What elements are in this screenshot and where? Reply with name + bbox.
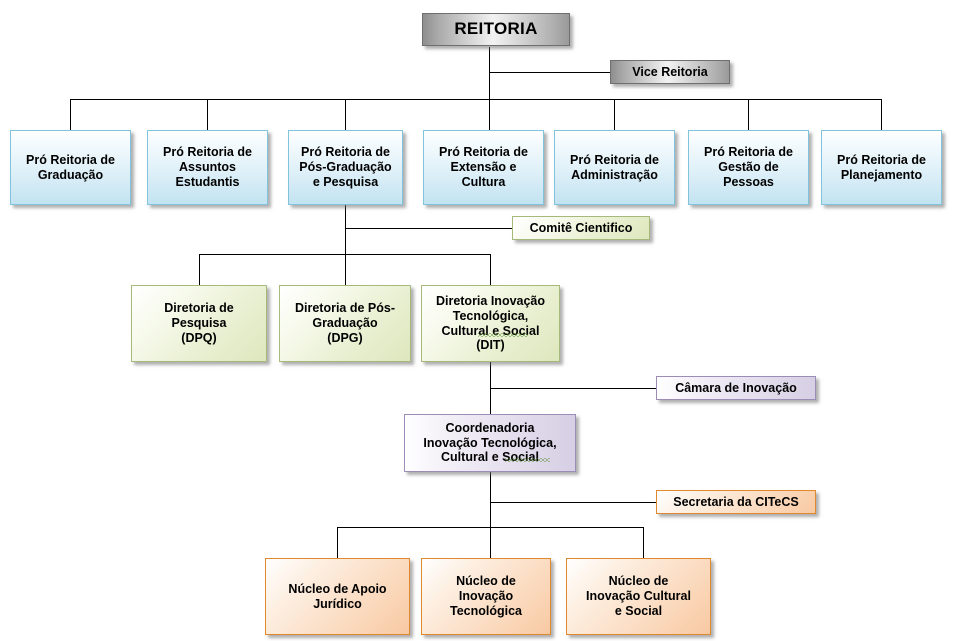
node-nucleo-inovacao-cultural-social[interactable]: Núcleo de Inovação Cultural e Social xyxy=(566,558,711,635)
connector-drop-pro-5 xyxy=(614,99,615,130)
connector-drop-pro-6 xyxy=(748,99,749,130)
node-diretoria-pesquisa[interactable]: Diretoria de Pesquisa (DPQ) xyxy=(131,285,267,362)
node-pro-reitoria-assuntos-estudantis[interactable]: Pró Reitoria de Assuntos Estudantis xyxy=(147,130,268,205)
node-pro-reitoria-administracao[interactable]: Pró Reitoria de Administração xyxy=(554,130,675,205)
node-secretaria-citecs[interactable]: Secretaria da CITeCS xyxy=(656,490,816,514)
node-coordenadoria-citecs[interactable]: Coordenadoria Inovação Tecnológica, Cult… xyxy=(404,414,576,472)
connector-root-stem xyxy=(489,47,490,99)
node-reitoria[interactable]: REITORIA xyxy=(422,13,570,46)
connector-pro-reitoria-bus xyxy=(70,99,881,100)
node-diretoria-pos-graduacao[interactable]: Diretoria de Pós- Graduação (DPG) xyxy=(279,285,411,362)
connector-drop-diretoria-2 xyxy=(345,254,346,285)
node-pro-reitoria-extensao-cultura[interactable]: Pró Reitoria de Extensão e Cultura xyxy=(423,130,544,205)
node-pro-reitoria-graduacao[interactable]: Pró Reitoria de Graduação xyxy=(10,130,131,205)
connector-coordenadoria-stem xyxy=(490,472,491,557)
connector-drop-pro-7 xyxy=(881,99,882,130)
node-diretoria-inovacao-tecnologica[interactable]: Diretoria Inovação Tecnológica, Cultural… xyxy=(421,285,560,362)
connector-drop-nucleo-3 xyxy=(643,527,644,558)
connector-drop-diretoria-1 xyxy=(199,254,200,285)
connector-drop-diretoria-3 xyxy=(490,254,491,285)
connector-drop-pro-3 xyxy=(345,99,346,130)
connector-drop-nucleo-2 xyxy=(490,527,491,558)
connector-posgrad-to-comite xyxy=(345,228,512,229)
node-pro-reitoria-planejamento[interactable]: Pró Reitoria de Planejamento xyxy=(821,130,942,205)
connector-posgrad-stem xyxy=(345,205,346,285)
node-camara-de-inovacao[interactable]: Câmara de Inovação xyxy=(656,376,816,400)
node-pro-reitoria-gestao-pessoas[interactable]: Pró Reitoria de Gestão de Pessoas xyxy=(688,130,809,205)
connector-coordenadoria-to-secretaria xyxy=(490,502,656,503)
node-nucleo-apoio-juridico[interactable]: Núcleo de Apoio Jurídico xyxy=(265,558,410,635)
connector-drop-nucleo-1 xyxy=(337,527,338,558)
connector-drop-pro-1 xyxy=(70,99,71,130)
connector-drop-pro-4 xyxy=(489,99,490,130)
node-pro-reitoria-pos-graduacao-pesquisa[interactable]: Pró Reitoria de Pós-Graduação e Pesquisa xyxy=(288,130,403,205)
connector-dit-to-camara xyxy=(490,388,656,389)
connector-root-to-vice xyxy=(489,72,610,73)
node-vice-reitoria[interactable]: Vice Reitoria xyxy=(610,60,730,84)
node-comite-cientifico[interactable]: Comitê Cientifico xyxy=(512,216,650,240)
connector-drop-pro-2 xyxy=(207,99,208,130)
node-nucleo-inovacao-tecnologica[interactable]: Núcleo de Inovação Tecnológica xyxy=(421,558,551,635)
